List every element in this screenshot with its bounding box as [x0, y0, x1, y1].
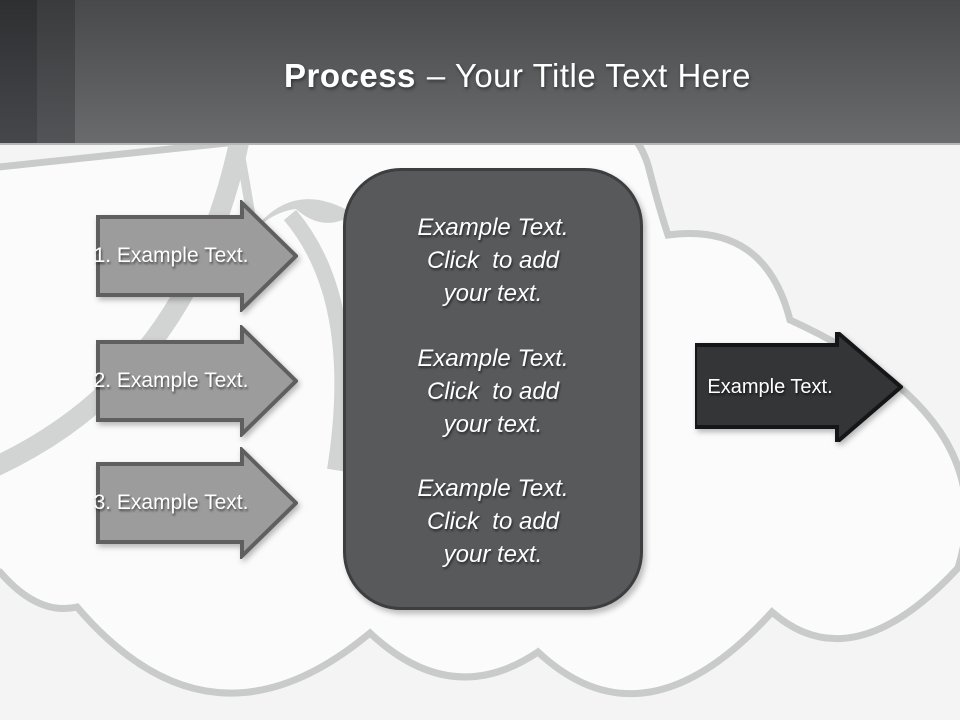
process-arrow-3-label: 3. Example Text. [93, 491, 249, 514]
result-arrow[interactable]: Example Text. [693, 327, 905, 447]
slide-title[interactable]: Process – Your Title Text Here [75, 0, 960, 147]
process-arrow-1[interactable]: 1. Example Text. [93, 198, 299, 314]
arrow-right-icon [96, 445, 299, 561]
center-text-paragraph-1[interactable]: Example Text. Click to add your text. [417, 213, 569, 307]
arrow-right-icon [96, 198, 299, 314]
header-accent-strip-dark [0, 0, 37, 143]
swirl-arc-inner [283, 209, 351, 472]
center-text-paragraph-2[interactable]: Example Text. Click to add your text. [417, 344, 569, 438]
process-arrow-2[interactable]: 2. Example Text. [93, 323, 299, 439]
process-arrow-2-label: 2. Example Text. [93, 369, 249, 392]
result-arrow-label: Example Text. [707, 375, 833, 398]
arrow-right-icon [693, 327, 905, 447]
header-accent-strip-mid [37, 0, 75, 143]
center-text-paragraph-3[interactable]: Example Text. Click to add your text. [417, 475, 569, 569]
process-arrow-3[interactable]: 3. Example Text. [93, 445, 299, 561]
slide-title-emphasis: Process [283, 56, 416, 94]
arrow-right-icon [96, 323, 299, 439]
slide-header: Process – Your Title Text Here [0, 0, 960, 145]
center-text-box[interactable]: Example Text. Click to add your text. Ex… [343, 168, 643, 610]
slide-title-rest: – Your Title Text Here [426, 56, 752, 94]
swirl-wing-shape [250, 199, 354, 235]
process-arrow-1-label: 1. Example Text. [93, 244, 249, 267]
